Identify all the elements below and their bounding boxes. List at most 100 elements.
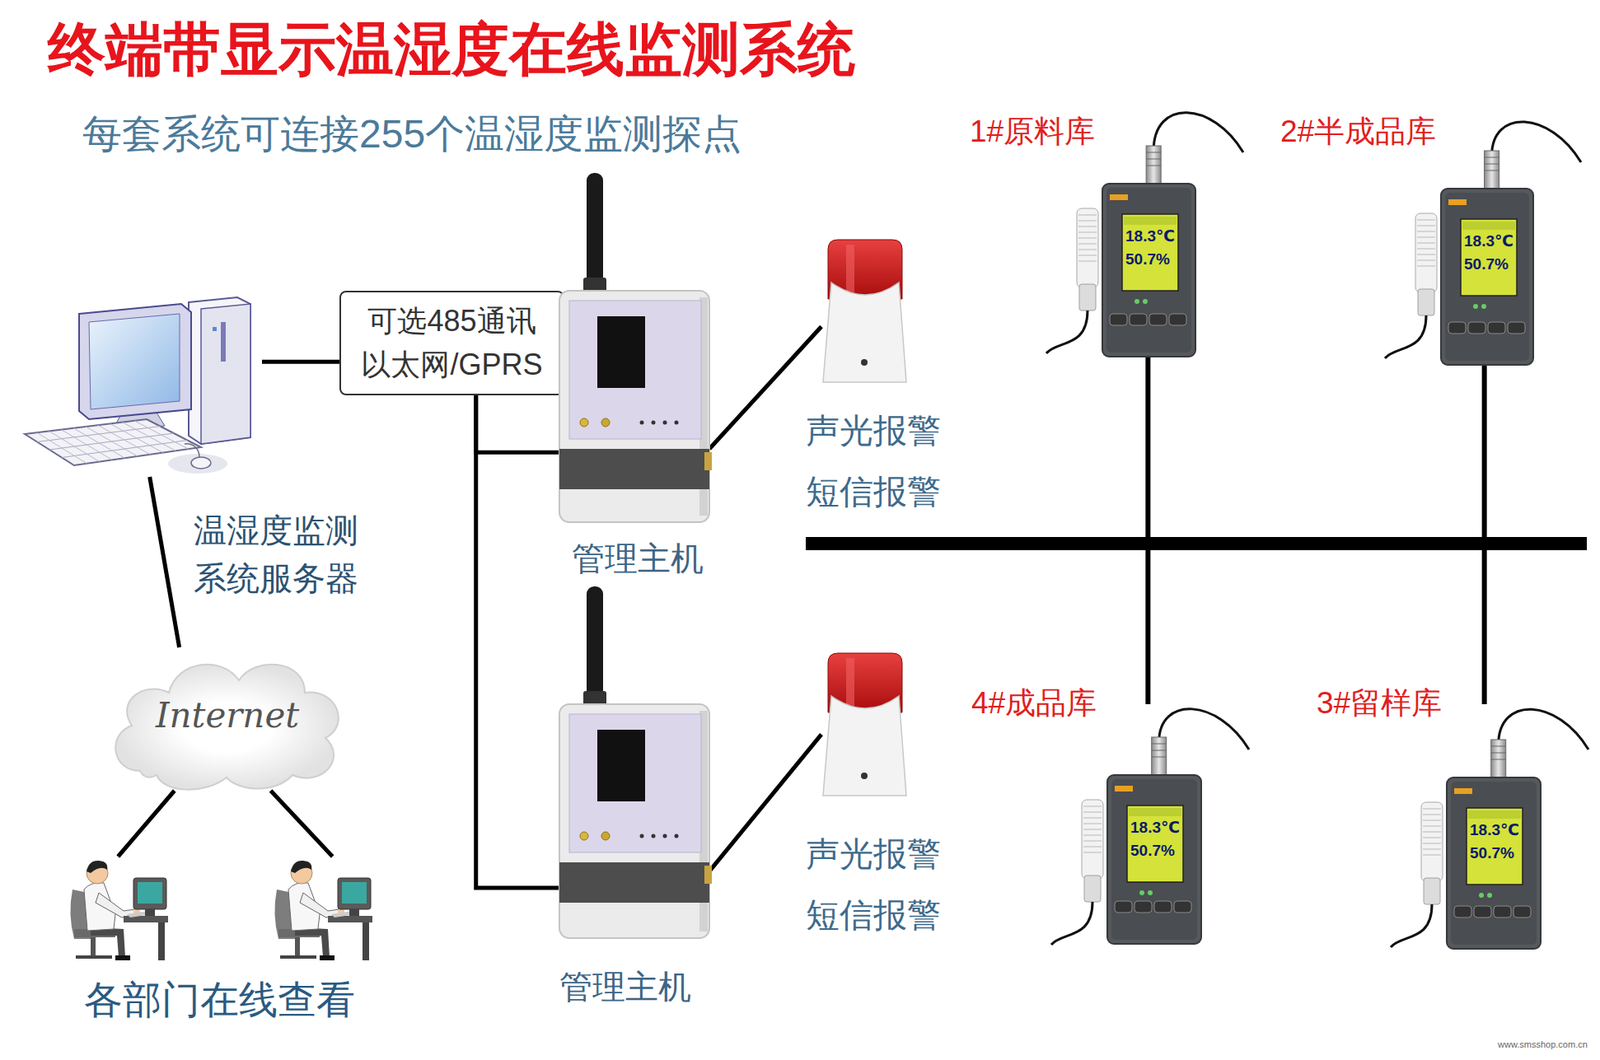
cloud-text: Internet <box>107 695 348 737</box>
alarm-illustration <box>821 653 908 796</box>
indicator-led <box>1478 893 1484 899</box>
cable-connector <box>1146 145 1161 184</box>
connector-ridge <box>1151 743 1167 745</box>
probe-vent <box>1083 841 1102 843</box>
temperature-reading: 18.3℃ <box>1469 821 1520 841</box>
key-column <box>37 432 88 464</box>
cable-connector <box>1151 737 1167 776</box>
brand-mark <box>1114 785 1133 792</box>
connector-ridge <box>1484 170 1500 172</box>
connector-line <box>1145 356 1151 705</box>
tower-front <box>201 304 251 445</box>
desk-leg <box>362 922 370 961</box>
host-panel <box>569 300 702 440</box>
monitor-base <box>349 909 360 917</box>
status-led <box>674 834 679 839</box>
host-band <box>559 862 710 903</box>
host-illustration <box>559 586 710 939</box>
connector-line <box>1482 364 1488 705</box>
internet-cloud: Internet <box>107 647 348 791</box>
probe-vent <box>1417 219 1436 221</box>
probe-vent <box>1078 226 1097 228</box>
storeroom-label: 2#半成品库 <box>1280 113 1437 150</box>
sensor-button <box>1473 906 1492 918</box>
legs <box>294 927 330 958</box>
indicator-led <box>1139 890 1145 896</box>
alarm-speaker <box>860 359 868 366</box>
lamp-highlight <box>846 244 855 295</box>
alarm-housing <box>823 696 907 796</box>
screen-header <box>1128 808 1182 817</box>
connector-line <box>709 327 822 450</box>
probe-vent <box>1422 843 1441 845</box>
probe-lead <box>1384 315 1427 359</box>
host-button <box>601 832 610 841</box>
key-column <box>73 428 125 459</box>
key-column <box>121 422 176 452</box>
keyboard <box>24 419 202 466</box>
probe-lead <box>1390 904 1432 948</box>
host-button <box>601 418 610 427</box>
hair <box>290 860 312 874</box>
status-led <box>640 421 645 426</box>
user-at-desk <box>274 860 373 961</box>
monitor <box>133 878 167 910</box>
probe-nut <box>1417 289 1435 316</box>
key-column <box>60 430 113 461</box>
alarm-light: 声光报警短信报警 <box>821 653 908 796</box>
status-led <box>640 834 645 839</box>
subtitle: 每套系统可连接255个温湿度监测探点 <box>82 110 742 159</box>
monitor-base <box>145 909 155 917</box>
humidity-probe <box>1076 208 1099 288</box>
alarm-illustration <box>821 239 908 383</box>
key-column <box>134 421 188 450</box>
host-body <box>559 704 710 939</box>
probe-vent <box>1417 266 1436 267</box>
connector-ridge <box>1491 759 1507 761</box>
key-column <box>110 423 164 453</box>
indicator-led <box>1134 299 1140 305</box>
sensor-button <box>1134 901 1152 913</box>
status-led <box>663 834 668 839</box>
tower-case <box>188 297 251 445</box>
humidity-probe <box>1081 800 1104 880</box>
sensor-button <box>1169 313 1187 326</box>
people-illustration <box>65 856 373 964</box>
connector-line <box>476 395 560 453</box>
alarm-light: 声光报警短信报警 <box>821 239 908 383</box>
sensor-terminal: 3#留样库18.3℃50.7% <box>1446 704 1541 950</box>
probe-vent <box>1417 237 1436 239</box>
host-port <box>704 865 712 885</box>
status-led <box>651 421 656 426</box>
status-led <box>674 421 679 426</box>
antenna <box>586 586 604 698</box>
chair-base <box>75 955 113 960</box>
probe-vent <box>1422 855 1441 857</box>
humidity-probe <box>1415 213 1437 293</box>
connector-ridge <box>1146 159 1161 160</box>
monitor-screen <box>137 882 163 904</box>
alarm-label: 声光报警 <box>805 411 941 452</box>
storeroom-label: 4#成品库 <box>971 685 1097 722</box>
chair-base <box>280 955 317 960</box>
screen-header <box>1462 221 1516 230</box>
alarm-label: 声光报警 <box>805 834 941 875</box>
sensor-button <box>1109 313 1128 326</box>
computer-illustration <box>23 294 262 478</box>
user-at-desk <box>70 860 169 961</box>
server-label: 温湿度监测 系统服务器 <box>181 506 370 603</box>
sensor-screen <box>1127 805 1184 883</box>
arm <box>299 893 340 918</box>
users-label: 各部门在线查看 <box>84 977 356 1024</box>
host-screen <box>597 316 646 389</box>
sensor-button <box>1448 322 1466 334</box>
temperature-reading: 18.3℃ <box>1130 818 1180 838</box>
sensor-button <box>1487 322 1506 334</box>
probe-vent <box>1417 225 1436 227</box>
indicator-led <box>1142 299 1148 305</box>
probe-vent <box>1422 809 1441 810</box>
probe-vent <box>1078 238 1097 239</box>
probe-vent <box>1078 261 1097 262</box>
sensor-button <box>1154 901 1172 913</box>
connector-line <box>149 477 180 648</box>
